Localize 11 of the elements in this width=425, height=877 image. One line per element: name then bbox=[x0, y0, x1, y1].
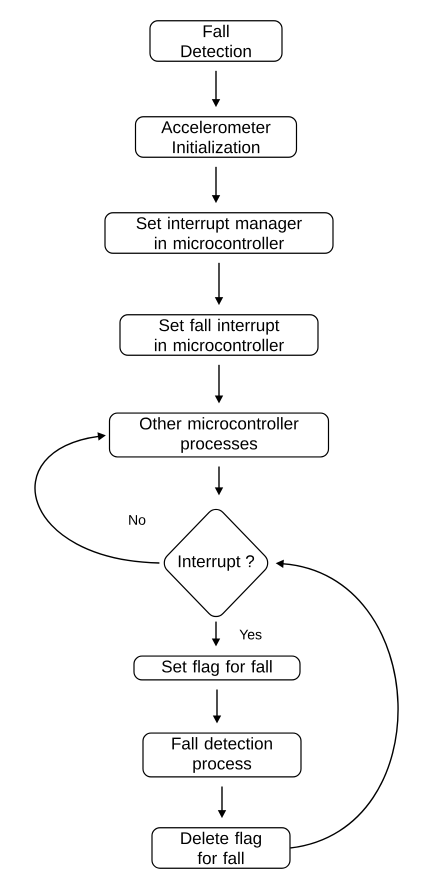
process-box: Set fall interrupt in microcontroller bbox=[119, 314, 319, 356]
process-box: Other microcontroller processes bbox=[108, 412, 330, 458]
process-box: Set flag for fall bbox=[133, 655, 301, 680]
process-box: Fall Detection bbox=[149, 20, 283, 62]
process-box: Accelerometer Initialization bbox=[134, 116, 298, 158]
arrow bbox=[34, 432, 160, 564]
process-box: Set interrupt manager in microcontroller bbox=[104, 212, 334, 254]
edge-label: No bbox=[127, 514, 147, 526]
edge-label: Yes bbox=[238, 628, 264, 640]
process-box: Fall detection process bbox=[142, 732, 302, 778]
process-box: Delete flag for fall bbox=[151, 827, 291, 869]
